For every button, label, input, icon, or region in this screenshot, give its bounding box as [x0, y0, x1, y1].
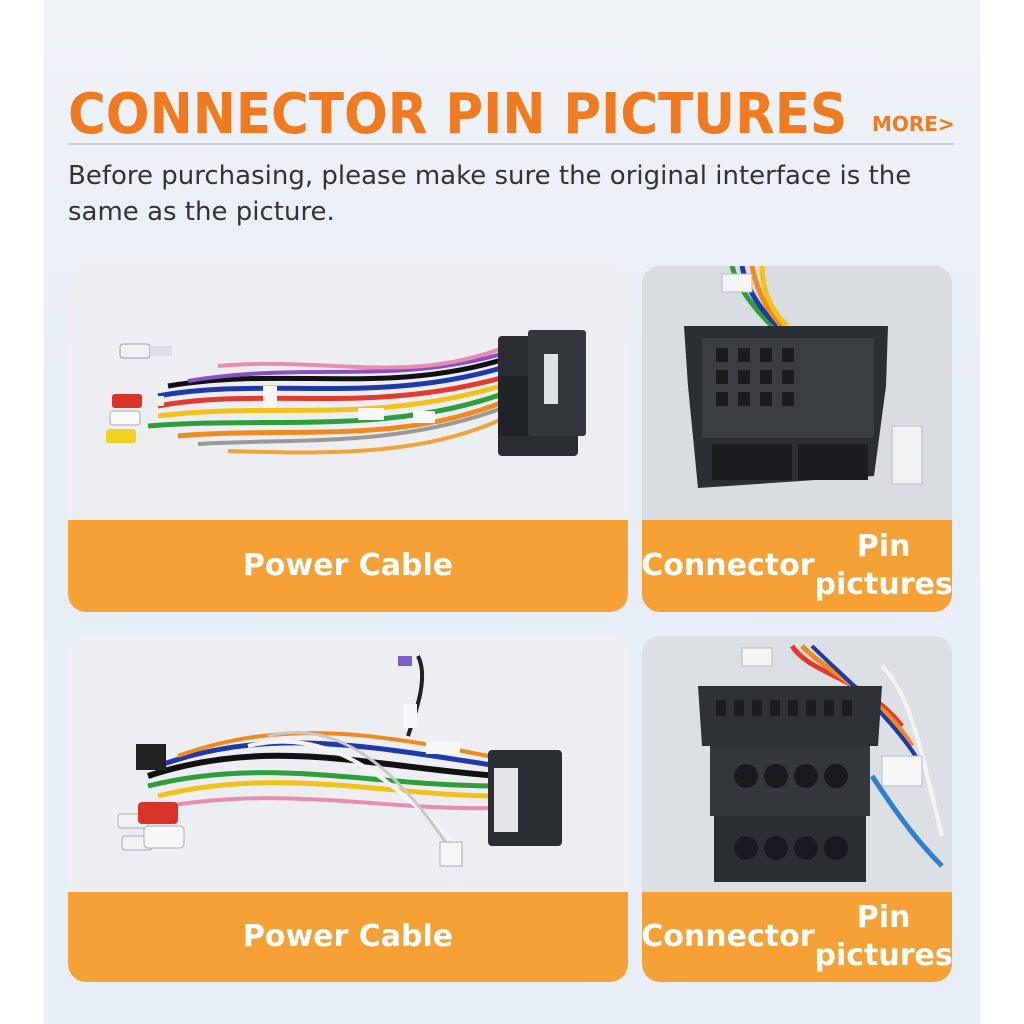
- connector-pins-photo: [642, 266, 952, 520]
- page-title: CONNECTOR PIN PICTURES: [68, 82, 848, 147]
- card-label-line2: Pin pictures: [814, 900, 953, 973]
- more-link[interactable]: MORE>: [872, 112, 955, 136]
- card-power-cable-2[interactable]: Power Cable: [68, 636, 628, 982]
- card-label: Power Cable: [68, 520, 628, 612]
- left-margin: [0, 0, 44, 1024]
- right-margin: [980, 0, 1024, 1024]
- card-label: Connector Pin pictures: [642, 892, 952, 982]
- card-label: Connector Pin pictures: [642, 520, 952, 612]
- card-label-line2: Pin pictures: [814, 529, 953, 602]
- card-power-cable-1[interactable]: Power Cable: [68, 266, 628, 612]
- card-label-line1: Connector: [642, 919, 815, 954]
- card-label: Power Cable: [68, 892, 628, 982]
- card-connector-pins-1[interactable]: Connector Pin pictures: [642, 266, 952, 612]
- power-cable-photo: [68, 636, 628, 892]
- page-subtitle: Before purchasing, please make sure the …: [68, 161, 912, 227]
- title-divider: [68, 143, 954, 145]
- connector-pins-photo: [642, 636, 952, 892]
- power-cable-photo: [68, 266, 628, 520]
- card-connector-pins-2[interactable]: Connector Pin pictures: [642, 636, 952, 982]
- card-label-line1: Connector: [642, 548, 815, 583]
